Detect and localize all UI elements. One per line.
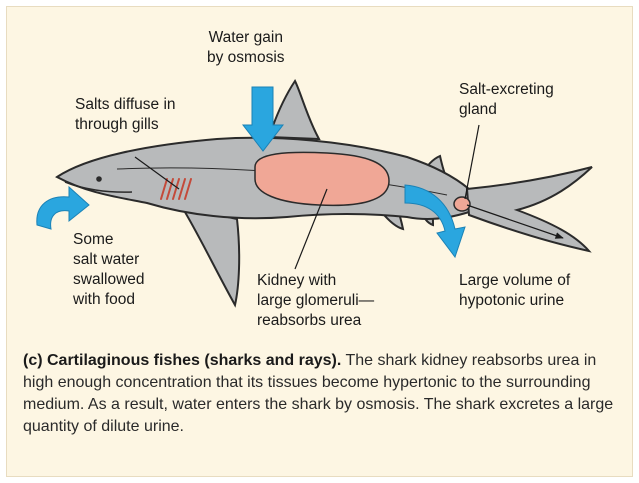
water-gain-arrow-icon — [241, 86, 285, 152]
leader-salts-gills — [134, 156, 180, 190]
label-kidney: Kidney with large glomeruli— reabsorbs u… — [257, 272, 375, 329]
figure-caption: (c) Cartilaginous fishes (sharks and ray… — [23, 350, 623, 438]
shark-diagram — [36, 79, 593, 308]
label-salt-water-swallowed: Some salt water swallowed with food — [73, 231, 145, 308]
kidney-shape — [254, 151, 390, 207]
label-urine: Large volume of hypotonic urine — [459, 272, 571, 309]
label-salts-diffuse: Salts diffuse in through gills — [75, 96, 176, 133]
leader-salt-gland — [464, 124, 480, 200]
figure-panel: Water gain by osmosis Salts diffuse in t… — [6, 6, 633, 477]
caption-heading: (c) Cartilaginous fishes (sharks and ray… — [23, 352, 342, 369]
urine-outflow-arrow — [466, 204, 564, 239]
swallowed-water-arrow-icon — [36, 185, 90, 230]
label-salt-gland: Salt-excreting gland — [459, 81, 554, 118]
urine-arrow-icon — [404, 184, 466, 259]
caption-body: The shark kidney reabsorbs urea in high … — [23, 352, 614, 435]
label-water-gain: Water gain by osmosis — [207, 29, 285, 66]
salt-gland-shape — [453, 196, 471, 212]
leader-kidney — [294, 188, 328, 270]
